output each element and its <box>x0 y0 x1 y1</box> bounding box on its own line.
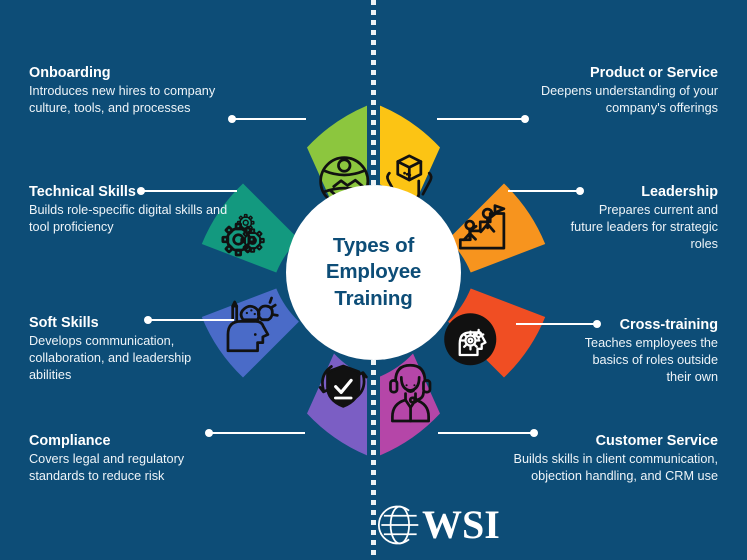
label-technical-skills-description: Builds role-specific digital skills and … <box>29 203 228 234</box>
label-cross-training[interactable]: Cross-training Teaches employees the bas… <box>578 316 718 386</box>
connector-onboarding <box>228 115 306 123</box>
gears-icon <box>221 213 265 257</box>
label-soft-skills-title: Soft Skills <box>29 315 99 331</box>
label-customer-service-description: Builds skills in client communication, o… <box>513 452 719 483</box>
head-gears-circle-icon <box>444 313 497 366</box>
page-title-line-2: Employee <box>325 260 422 284</box>
headset-agent-icon <box>389 363 432 423</box>
page-title-line-1: Types of <box>332 234 415 258</box>
wheel-segment-cross-training[interactable] <box>448 288 546 378</box>
label-onboarding[interactable]: Onboarding Introduces new hires to compa… <box>29 64 239 117</box>
label-leadership-description: Prepares current and future leaders for … <box>570 203 718 251</box>
globe-icon <box>378 505 419 545</box>
label-leadership[interactable]: Leadership Prepares current and future l… <box>568 183 718 253</box>
label-compliance[interactable]: Compliance Covers legal and regulatory s… <box>29 432 239 485</box>
label-customer-service-title: Customer Service <box>595 433 718 449</box>
label-product-or-service-title: Product or Service <box>590 65 718 81</box>
head-creativity-icon <box>226 296 279 353</box>
wsi-logo[interactable]: WSI <box>378 503 500 547</box>
label-onboarding-title: Onboarding <box>29 65 111 81</box>
label-product-or-service-description: Deepens understanding of your company's … <box>540 84 718 115</box>
label-soft-skills-description: Develops communication, collaboration, a… <box>29 334 192 382</box>
label-product-or-service[interactable]: Product or Service Deepens understanding… <box>508 64 718 117</box>
label-cross-training-title: Cross-training <box>619 317 718 333</box>
wheel-center-hub: Types of Employee Training <box>286 185 461 360</box>
label-leadership-title: Leadership <box>641 184 718 200</box>
label-technical-skills[interactable]: Technical Skills Builds role-specific di… <box>29 183 239 236</box>
wheel-segment-leadership[interactable] <box>448 183 546 273</box>
label-compliance-description: Covers legal and regulatory standards to… <box>29 452 185 483</box>
wsi-wordmark: WSI <box>422 502 500 547</box>
label-compliance-title: Compliance <box>29 433 111 449</box>
connector-technical-skills <box>137 187 237 195</box>
wheel-segment-soft-skills[interactable] <box>201 288 299 378</box>
label-soft-skills[interactable]: Soft Skills Develops communication, coll… <box>29 314 194 384</box>
connector-soft-skills <box>144 316 234 324</box>
connector-product-or-service <box>437 115 529 123</box>
label-onboarding-description: Introduces new hires to company culture,… <box>29 84 216 115</box>
label-customer-service[interactable]: Customer Service Builds skills in client… <box>508 432 719 485</box>
page-title-line-3: Training <box>334 286 413 310</box>
page-title: Types of Employee Training <box>326 233 421 312</box>
connector-leadership <box>508 187 584 195</box>
climbing-stairs-flag-icon <box>458 204 506 250</box>
shield-check-icon <box>318 364 368 408</box>
label-technical-skills-title: Technical Skills <box>29 184 136 200</box>
connector-customer-service <box>438 429 538 437</box>
connector-compliance <box>205 429 305 437</box>
label-cross-training-description: Teaches employees the basics of roles ou… <box>584 336 718 384</box>
connector-cross-training <box>516 320 601 328</box>
